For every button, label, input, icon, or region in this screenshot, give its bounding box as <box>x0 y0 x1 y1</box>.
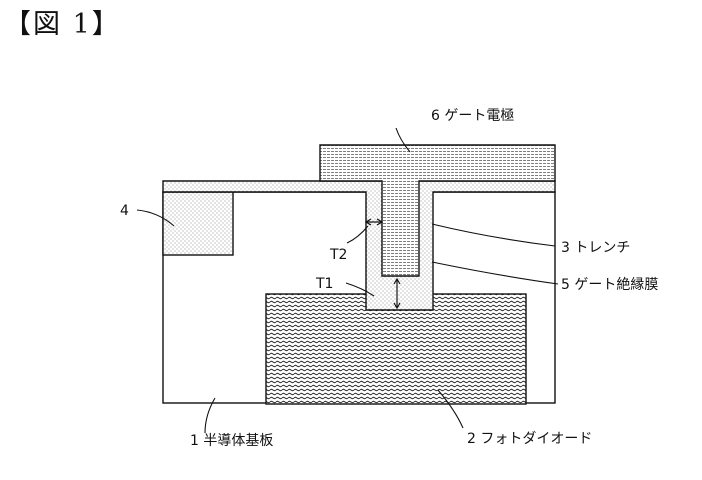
gate-insulating-film <box>162 180 556 311</box>
label-gate-electrode: 6 ゲート電極 <box>431 108 514 124</box>
label-semiconductor-substrate: 1 半導体基板 <box>190 432 273 449</box>
region-4 <box>162 191 234 256</box>
label-region-4: 4 <box>120 203 129 219</box>
t2-dimension-arrow <box>364 218 384 226</box>
leader-trench <box>431 223 556 247</box>
leader-t1 <box>345 282 375 297</box>
gate-electrode <box>319 144 556 277</box>
label-trench: 3 トレンチ <box>561 240 630 256</box>
t1-dimension-arrow <box>393 277 401 310</box>
label-t2: T2 <box>329 247 347 263</box>
leader-substrate <box>204 397 216 434</box>
leader-gate-insulating-film <box>431 261 559 285</box>
label-photodiode: 2 フォトダイオード <box>467 431 592 447</box>
figure-title: 【図 1】 <box>4 9 121 40</box>
label-t1: T1 <box>315 276 333 292</box>
leader-t2 <box>346 225 369 244</box>
label-gate-insulating-film: 5 ゲート絶縁膜 <box>561 277 658 293</box>
leader-region-4 <box>136 209 175 227</box>
leader-gate-electrode <box>395 127 411 153</box>
leader-photodiode <box>437 389 464 429</box>
